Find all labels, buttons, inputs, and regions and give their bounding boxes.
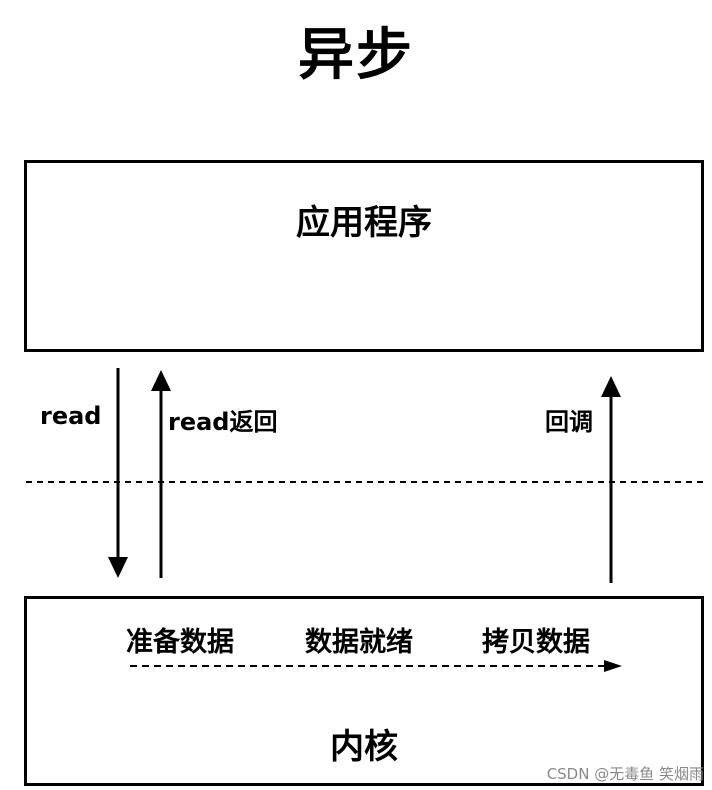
read-label: read xyxy=(40,402,102,430)
kernel-progress-arrow-head xyxy=(604,660,622,672)
step-prepare-data: 准备数据 xyxy=(126,627,234,658)
read-return-arrow-head xyxy=(151,370,171,391)
application-box: 应用程序 xyxy=(24,160,704,352)
read-arrow-head xyxy=(108,557,128,578)
application-label: 应用程序 xyxy=(296,203,432,243)
kernel-box: 内核 xyxy=(24,596,704,786)
callback-arrow-head xyxy=(601,376,621,397)
read-return-label: read返回 xyxy=(168,408,278,436)
step-data-ready: 数据就绪 xyxy=(305,627,413,658)
watermark: CSDN @无毒鱼 笑烟雨 xyxy=(546,765,704,783)
diagram-title: 异步 xyxy=(298,23,414,88)
step-copy-data: 拷贝数据 xyxy=(482,627,590,658)
callback-label: 回调 xyxy=(545,408,593,436)
kernel-label: 内核 xyxy=(330,727,398,767)
